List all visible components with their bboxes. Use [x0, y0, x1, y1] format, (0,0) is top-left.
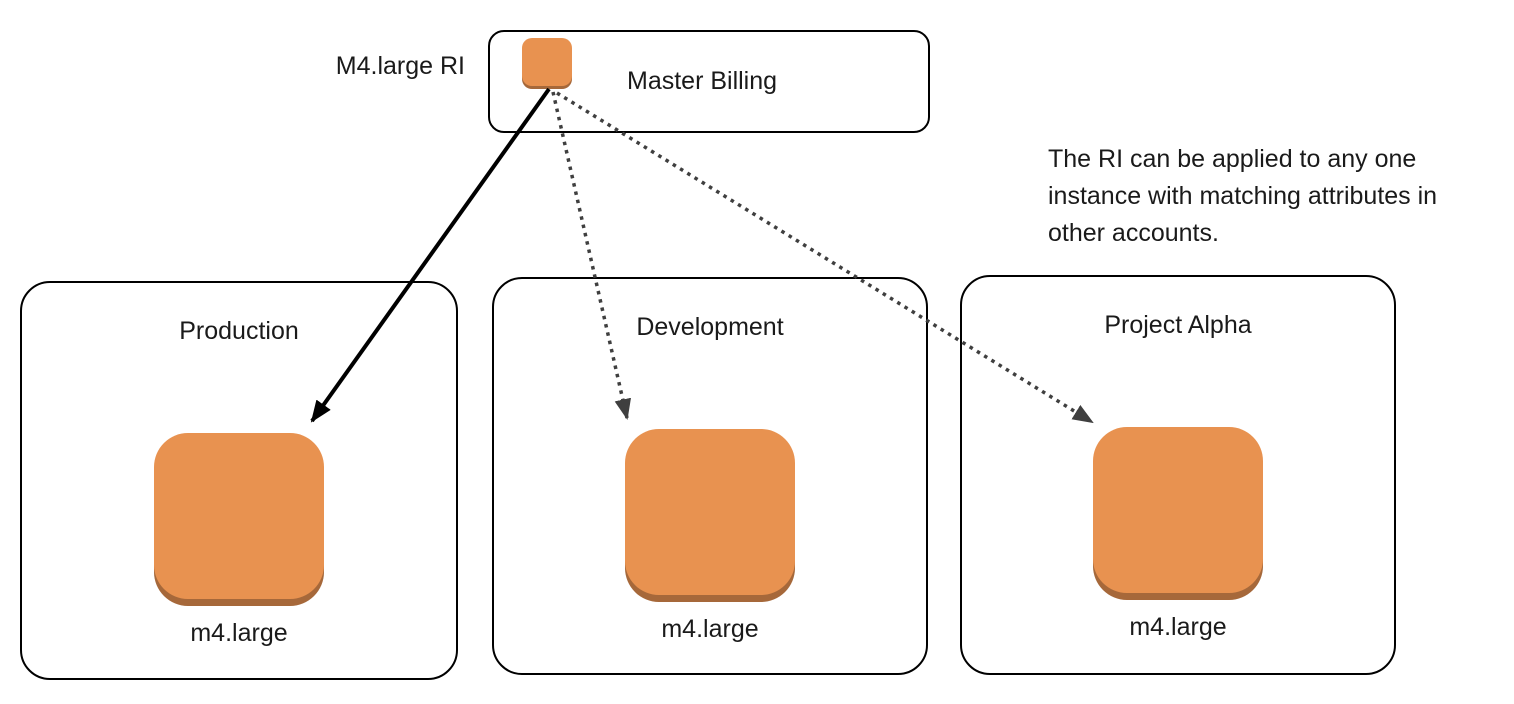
account-box-production: Production m4.large — [20, 281, 458, 680]
ri-label: M4.large RI — [335, 52, 465, 80]
account-title-development: Development — [636, 313, 784, 341]
instance-type-label-development: m4.large — [661, 615, 759, 643]
ec2-instance-icon-development — [625, 429, 795, 595]
reserved-instance-icon — [522, 38, 572, 86]
instance-type-label-project-alpha: m4.large — [1129, 613, 1227, 641]
annotation-line-2: instance with matching attributes in — [1048, 182, 1438, 210]
annotation-text: The RI can be applied to any one instanc… — [1048, 141, 1508, 252]
account-title-project-alpha: Project Alpha — [1104, 311, 1252, 339]
master-billing-title: Master Billing — [627, 67, 778, 95]
account-box-project-alpha: Project Alpha m4.large — [960, 275, 1396, 675]
annotation-line-3: other accounts. — [1048, 219, 1219, 247]
instance-type-label-production: m4.large — [190, 619, 288, 647]
annotation-line-1: The RI can be applied to any one — [1048, 145, 1417, 173]
ec2-instance-icon-project-alpha — [1093, 427, 1263, 593]
master-billing-box: Master Billing — [488, 30, 930, 133]
account-box-development: Development m4.large — [492, 277, 928, 675]
account-title-production: Production — [179, 317, 299, 345]
ec2-instance-icon-production — [154, 433, 324, 599]
